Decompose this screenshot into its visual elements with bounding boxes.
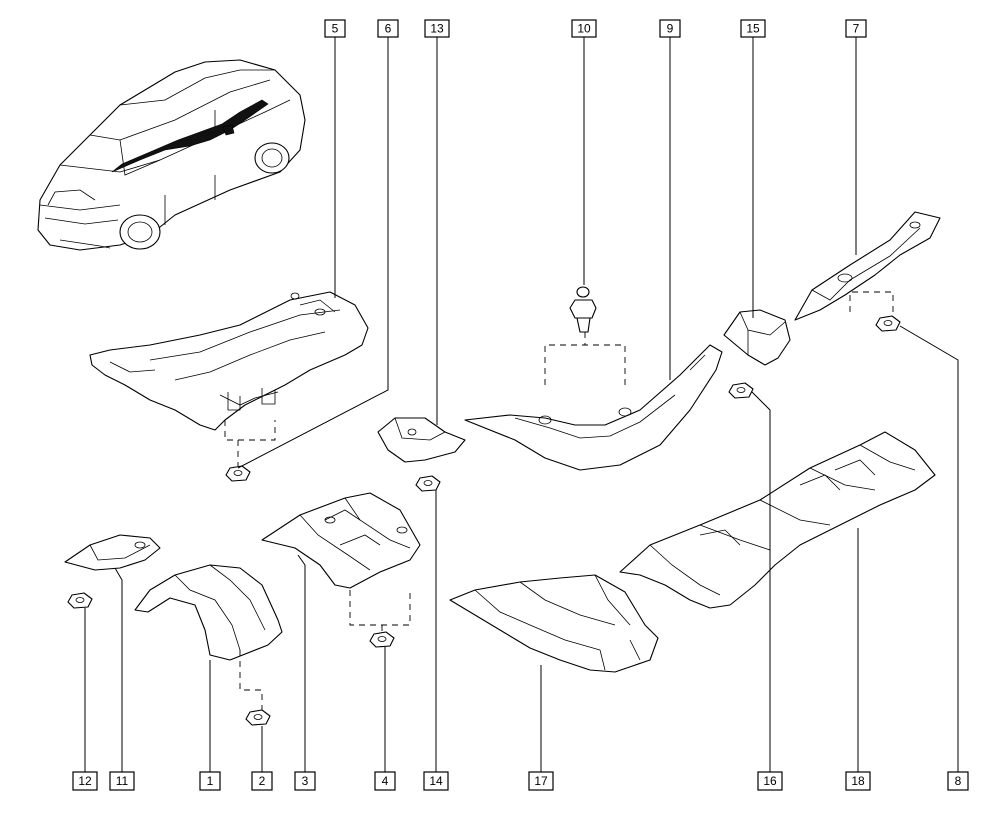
callout-7: 7 bbox=[845, 19, 867, 38]
part-18-heat-shield bbox=[619, 431, 936, 609]
nut-part-14 bbox=[415, 475, 441, 492]
svg-text:3: 3 bbox=[302, 774, 309, 788]
svg-text:12: 12 bbox=[78, 774, 92, 788]
svg-text:11: 11 bbox=[116, 774, 129, 788]
part-15-bracket bbox=[723, 309, 791, 366]
svg-text:1: 1 bbox=[207, 774, 214, 788]
alignment-lines bbox=[224, 291, 894, 710]
callout-6: 6 bbox=[377, 19, 399, 38]
part-7-heat-shield bbox=[794, 211, 941, 321]
nut-part-6 bbox=[225, 465, 251, 482]
svg-text:6: 6 bbox=[385, 22, 392, 36]
callout-8: 8 bbox=[947, 771, 969, 791]
callout-12: 12 bbox=[72, 771, 98, 791]
callout-3: 3 bbox=[294, 771, 316, 791]
svg-text:8: 8 bbox=[955, 774, 962, 788]
callout-1: 1 bbox=[199, 771, 221, 791]
nut-part-4 bbox=[369, 631, 395, 648]
part-3-heat-shield bbox=[261, 492, 421, 589]
svg-text:5: 5 bbox=[332, 22, 339, 36]
callout-16: 16 bbox=[757, 771, 783, 791]
nut-part-16 bbox=[728, 382, 754, 399]
part-1-heat-shield bbox=[134, 564, 283, 661]
svg-text:18: 18 bbox=[851, 774, 865, 788]
part-9-curved-shield bbox=[464, 344, 723, 471]
svg-text:14: 14 bbox=[429, 774, 443, 788]
nut-part-2 bbox=[245, 709, 271, 726]
part-13-bracket bbox=[377, 417, 466, 463]
callout-10: 10 bbox=[571, 19, 597, 38]
svg-text:4: 4 bbox=[382, 774, 389, 788]
callout-11: 11 bbox=[109, 771, 135, 791]
nut-part-8 bbox=[875, 315, 901, 332]
leader-lines bbox=[84, 37, 959, 772]
nut-part-12 bbox=[67, 592, 93, 609]
svg-text:7: 7 bbox=[853, 22, 860, 36]
svg-text:10: 10 bbox=[577, 22, 591, 36]
callout-18: 18 bbox=[845, 771, 871, 791]
callout-4: 4 bbox=[374, 771, 396, 791]
fasteners bbox=[67, 315, 901, 726]
svg-text:15: 15 bbox=[746, 22, 760, 36]
callout-13: 13 bbox=[424, 19, 450, 38]
part-5-heat-shield bbox=[89, 291, 369, 431]
svg-text:16: 16 bbox=[763, 774, 777, 788]
callout-2: 2 bbox=[251, 771, 273, 791]
callout-9: 9 bbox=[659, 19, 681, 38]
callout-17: 17 bbox=[528, 771, 554, 791]
callout-5: 5 bbox=[324, 19, 346, 38]
car-illustration bbox=[37, 59, 306, 251]
part-17-heat-shield bbox=[449, 574, 659, 673]
part-11-bracket bbox=[64, 534, 161, 571]
svg-text:2: 2 bbox=[259, 774, 266, 788]
callout-14: 14 bbox=[423, 771, 449, 791]
svg-text:13: 13 bbox=[430, 22, 444, 36]
svg-text:17: 17 bbox=[534, 774, 548, 788]
part-10-clip bbox=[569, 286, 597, 333]
callout-15: 15 bbox=[740, 19, 766, 38]
svg-text:9: 9 bbox=[667, 22, 674, 36]
